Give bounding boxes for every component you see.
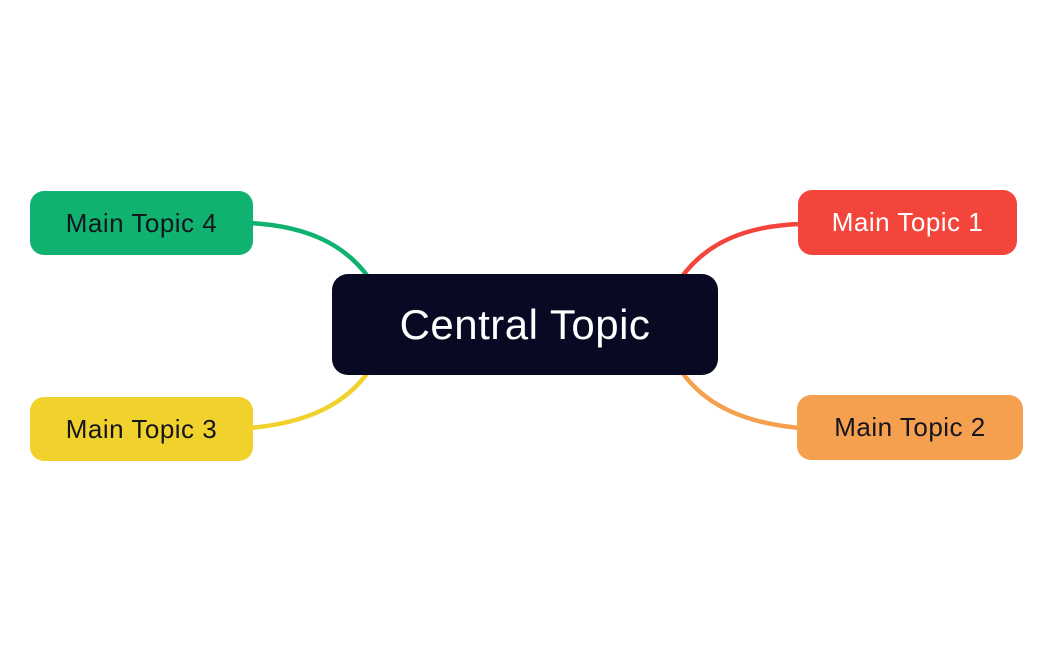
main-topic-4-node[interactable]: Main Topic 4 bbox=[30, 191, 253, 255]
connector-main-topic-2 bbox=[678, 368, 803, 431]
main-topic-2-label: Main Topic 2 bbox=[834, 412, 986, 442]
connector-main-topic-4 bbox=[247, 220, 372, 281]
main-topic-1-label: Main Topic 1 bbox=[831, 207, 984, 237]
connector-main-topic-3 bbox=[247, 368, 372, 431]
main-topic-3-node[interactable]: Main Topic 3 bbox=[30, 397, 253, 461]
main-topic-4-label: Main Topic 4 bbox=[65, 207, 218, 238]
main-topic-1-node[interactable]: Main Topic 1 bbox=[798, 190, 1017, 255]
main-topic-3-label: Main Topic 3 bbox=[65, 413, 218, 444]
connector-main-topic-1 bbox=[678, 221, 803, 281]
main-topic-2-node[interactable]: Main Topic 2 bbox=[797, 395, 1023, 460]
central-topic-node[interactable]: Central Topic bbox=[332, 274, 718, 375]
central-topic-label: Central Topic bbox=[399, 300, 651, 348]
